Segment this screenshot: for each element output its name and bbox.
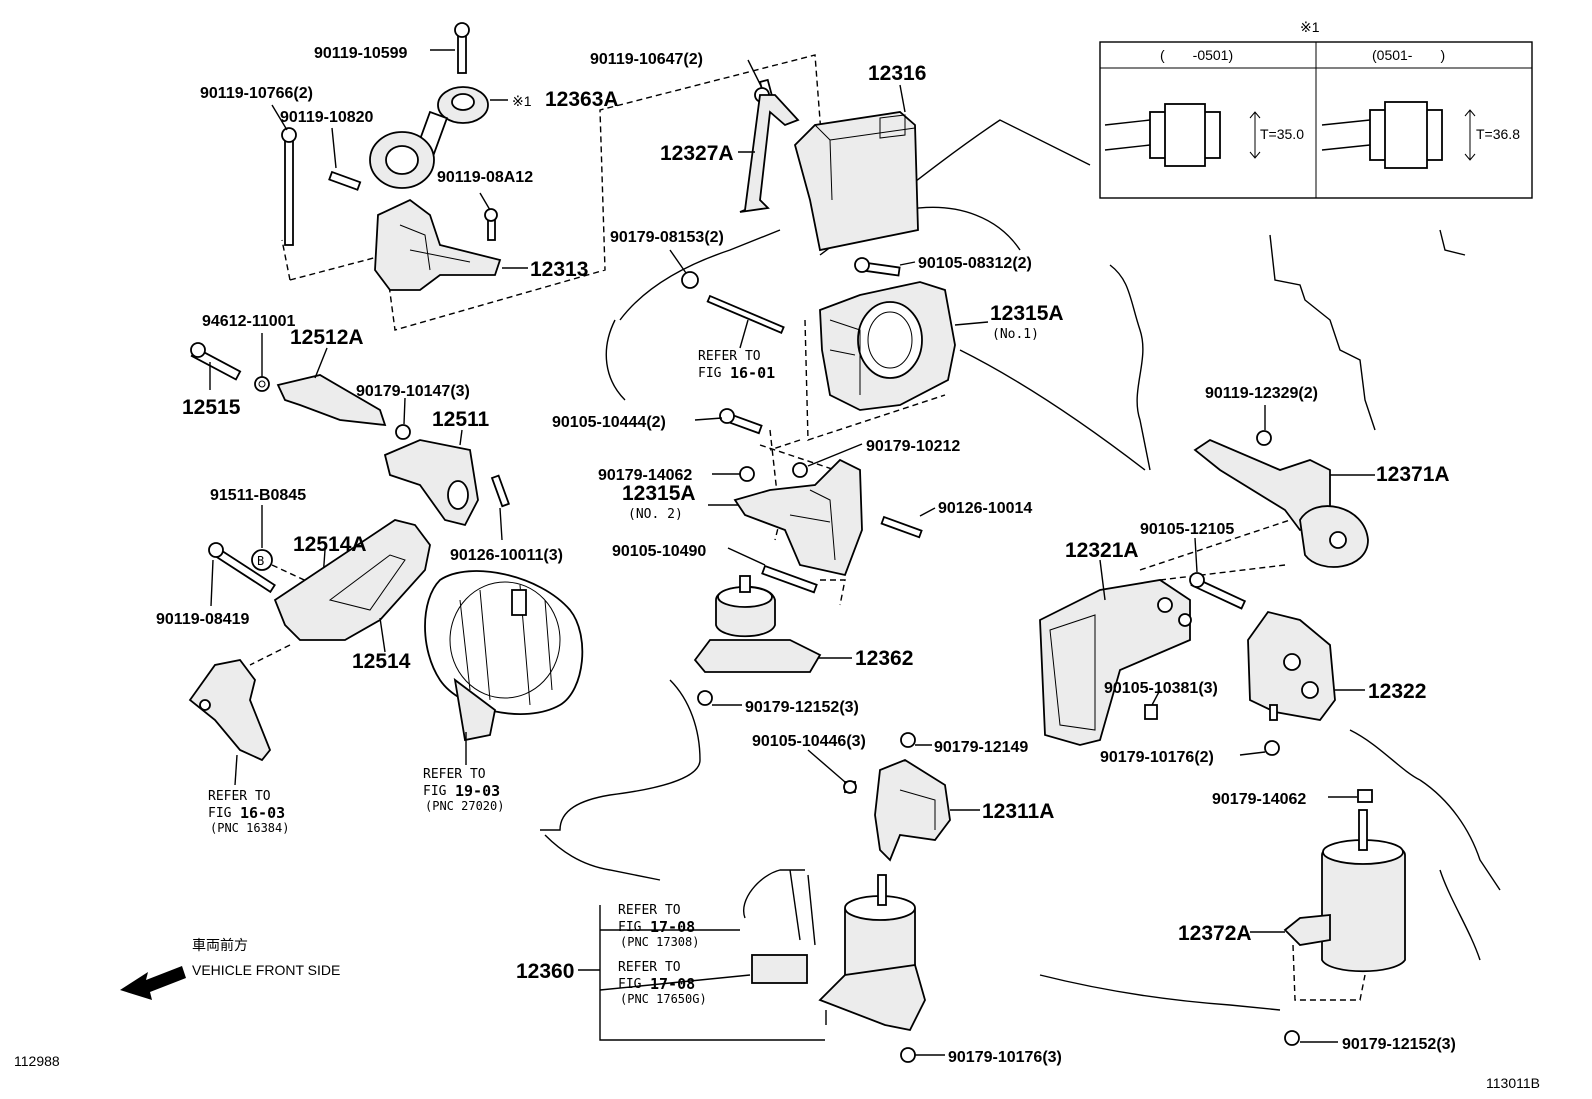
label-94612-11001: 94612-11001 xyxy=(202,313,296,330)
label-90119-10647: 90119-10647(2) xyxy=(590,51,703,68)
bracket-12315a-no2-group xyxy=(693,408,936,706)
refer-17-08a-num: 17-08 xyxy=(650,918,695,936)
label-90119-10599: 90119-10599 xyxy=(314,45,408,62)
label-12315a-no2-sub: (NO. 2) xyxy=(628,507,683,522)
refer-16-03-pnc: (PNC 16384) xyxy=(210,821,289,835)
vehicle-front-en: VEHICLE FRONT SIDE xyxy=(192,962,340,978)
alternator-group xyxy=(424,570,584,765)
bracket-12514-group: B xyxy=(188,505,431,786)
label-12313: 12313 xyxy=(530,258,588,281)
label-12321a: 12321A xyxy=(1065,539,1139,562)
label-90105-10490: 90105-10490 xyxy=(612,543,706,560)
bracket-12311a-group xyxy=(807,732,980,862)
label-12315a-no1-sub: (No.1) xyxy=(992,327,1039,342)
label-90119-10820: 90119-10820 xyxy=(280,109,374,126)
label-90126-10014: 90126-10014 xyxy=(938,500,1032,517)
refer-17-08a-line1: REFER TO xyxy=(618,903,681,918)
label-90179-10176-right: 90179-10176(2) xyxy=(1100,749,1214,766)
label-12362: 12362 xyxy=(855,647,913,670)
part-labels: 90119-10599 90119-10766(2) 90119-10820 ※… xyxy=(156,45,1456,1066)
label-90119-12329: 90119-12329(2) xyxy=(1205,385,1318,402)
label-90179-08153: 90179-08153(2) xyxy=(610,229,724,246)
refer-16-01-num: 16-01 xyxy=(730,364,775,382)
label-12360: 12360 xyxy=(516,960,574,983)
refer-16-01-fig: FIG xyxy=(698,366,722,381)
refer-fig-16-01: REFER TO FIG 16-01 xyxy=(698,349,775,382)
refer-fig-19-03: REFER TO FIG 19-03 (PNC 27020) xyxy=(423,767,504,813)
inset-col1-dim: T=35.0 xyxy=(1260,126,1304,142)
label-90105-10446: 90105-10446(3) xyxy=(752,733,866,750)
inset-detail-box: ※1 ( -0501) (0501- ) T=35.0 T=36.8 xyxy=(1099,19,1533,199)
label-90119-08419: 90119-08419 xyxy=(156,611,250,628)
upper-left-mount-group xyxy=(271,22,831,331)
label-12315a-no1: 12315A xyxy=(990,302,1064,325)
label-90179-14062-right: 90179-14062 xyxy=(1212,791,1306,808)
refer-fig-17-08-b: REFER TO FIG 17-08 (PNC 17650G) xyxy=(618,960,707,1006)
label-12514a: 12514A xyxy=(293,533,367,556)
vehicle-front-arrow xyxy=(120,966,186,1000)
refer-16-01-line1: REFER TO xyxy=(698,349,761,364)
label-12322: 12322 xyxy=(1368,680,1426,703)
refer-17-08b-num: 17-08 xyxy=(650,975,695,993)
label-12515: 12515 xyxy=(182,396,241,419)
mount-12360-group xyxy=(578,869,945,1063)
bracket-12315a-no1-group xyxy=(669,249,989,451)
refer-fig-17-08-a: REFER TO FIG 17-08 (PNC 17308) xyxy=(618,903,699,949)
refer-16-03-num: 16-03 xyxy=(240,804,285,822)
refer-17-08a-pnc: (PNC 17308) xyxy=(620,935,699,949)
label-90179-12152-right: 90179-12152(3) xyxy=(1342,1036,1456,1053)
refer-17-08b-fig: FIG xyxy=(618,977,642,992)
upper-center-bracket-group xyxy=(738,59,919,252)
inset-col2-dim: T=36.8 xyxy=(1476,126,1520,142)
label-12327a: 12327A xyxy=(660,142,734,165)
label-90179-12149: 90179-12149 xyxy=(934,739,1028,756)
refer-16-03-line1: REFER TO xyxy=(208,789,271,804)
label-90105-10444: 90105-10444(2) xyxy=(552,414,666,431)
label-90105-12105: 90105-12105 xyxy=(1140,521,1234,538)
label-90119-10766: 90119-10766(2) xyxy=(200,85,313,102)
refer-17-08b-line1: REFER TO xyxy=(618,960,681,975)
refer-16-03-fig: FIG xyxy=(208,806,232,821)
label-90179-14062-left: 90179-14062 xyxy=(598,467,692,484)
label-90105-08312: 90105-08312(2) xyxy=(918,255,1032,272)
label-12363a: 12363A xyxy=(545,88,619,111)
diagram-code-right: 113011B xyxy=(1486,1075,1540,1091)
label-12511: 12511 xyxy=(432,408,490,431)
refer-17-08b-pnc: (PNC 17650G) xyxy=(620,992,707,1006)
label-note-mark-12363a: ※1 xyxy=(512,93,532,109)
vehicle-front-jp: 車両前方 xyxy=(192,937,248,953)
label-12512a: 12512A xyxy=(290,326,364,349)
right-mount-group xyxy=(1039,405,1406,1046)
label-90126-10011: 90126-10011(3) xyxy=(450,547,563,564)
inset-mark: ※1 xyxy=(1300,19,1320,35)
inset-col1-header: ( -0501) xyxy=(1160,47,1233,63)
refer-19-03-num: 19-03 xyxy=(455,782,500,800)
label-90179-10212: 90179-10212 xyxy=(866,438,960,455)
refer-fig-16-03: REFER TO FIG 16-03 (PNC 16384) xyxy=(208,789,289,835)
refer-19-03-fig: FIG xyxy=(423,784,447,799)
left-stay-group xyxy=(190,333,510,541)
label-91511-b0845: 91511-B0845 xyxy=(210,487,306,504)
label-12315a-no2: 12315A xyxy=(622,482,696,505)
circle-b-label: B xyxy=(257,554,264,568)
refer-17-08a-fig: FIG xyxy=(618,920,642,935)
label-12316: 12316 xyxy=(868,62,926,85)
label-90179-10176-bottom: 90179-10176(3) xyxy=(948,1049,1062,1066)
refer-19-03-line1: REFER TO xyxy=(423,767,486,782)
inset-col2-header: (0501- ) xyxy=(1372,47,1445,63)
refer-19-03-pnc: (PNC 27020) xyxy=(425,799,504,813)
label-90105-10381: 90105-10381(3) xyxy=(1104,680,1218,697)
label-12514: 12514 xyxy=(352,650,411,673)
label-12372a: 12372A xyxy=(1178,922,1252,945)
label-12311a: 12311A xyxy=(982,800,1054,823)
diagram-code-left: 112988 xyxy=(14,1053,60,1069)
label-90119-08a12: 90119-08A12 xyxy=(437,169,533,186)
label-90179-12152-left: 90179-12152(3) xyxy=(745,699,859,716)
label-12371a: 12371A xyxy=(1376,463,1450,486)
label-90179-10147: 90179-10147(3) xyxy=(356,383,470,400)
